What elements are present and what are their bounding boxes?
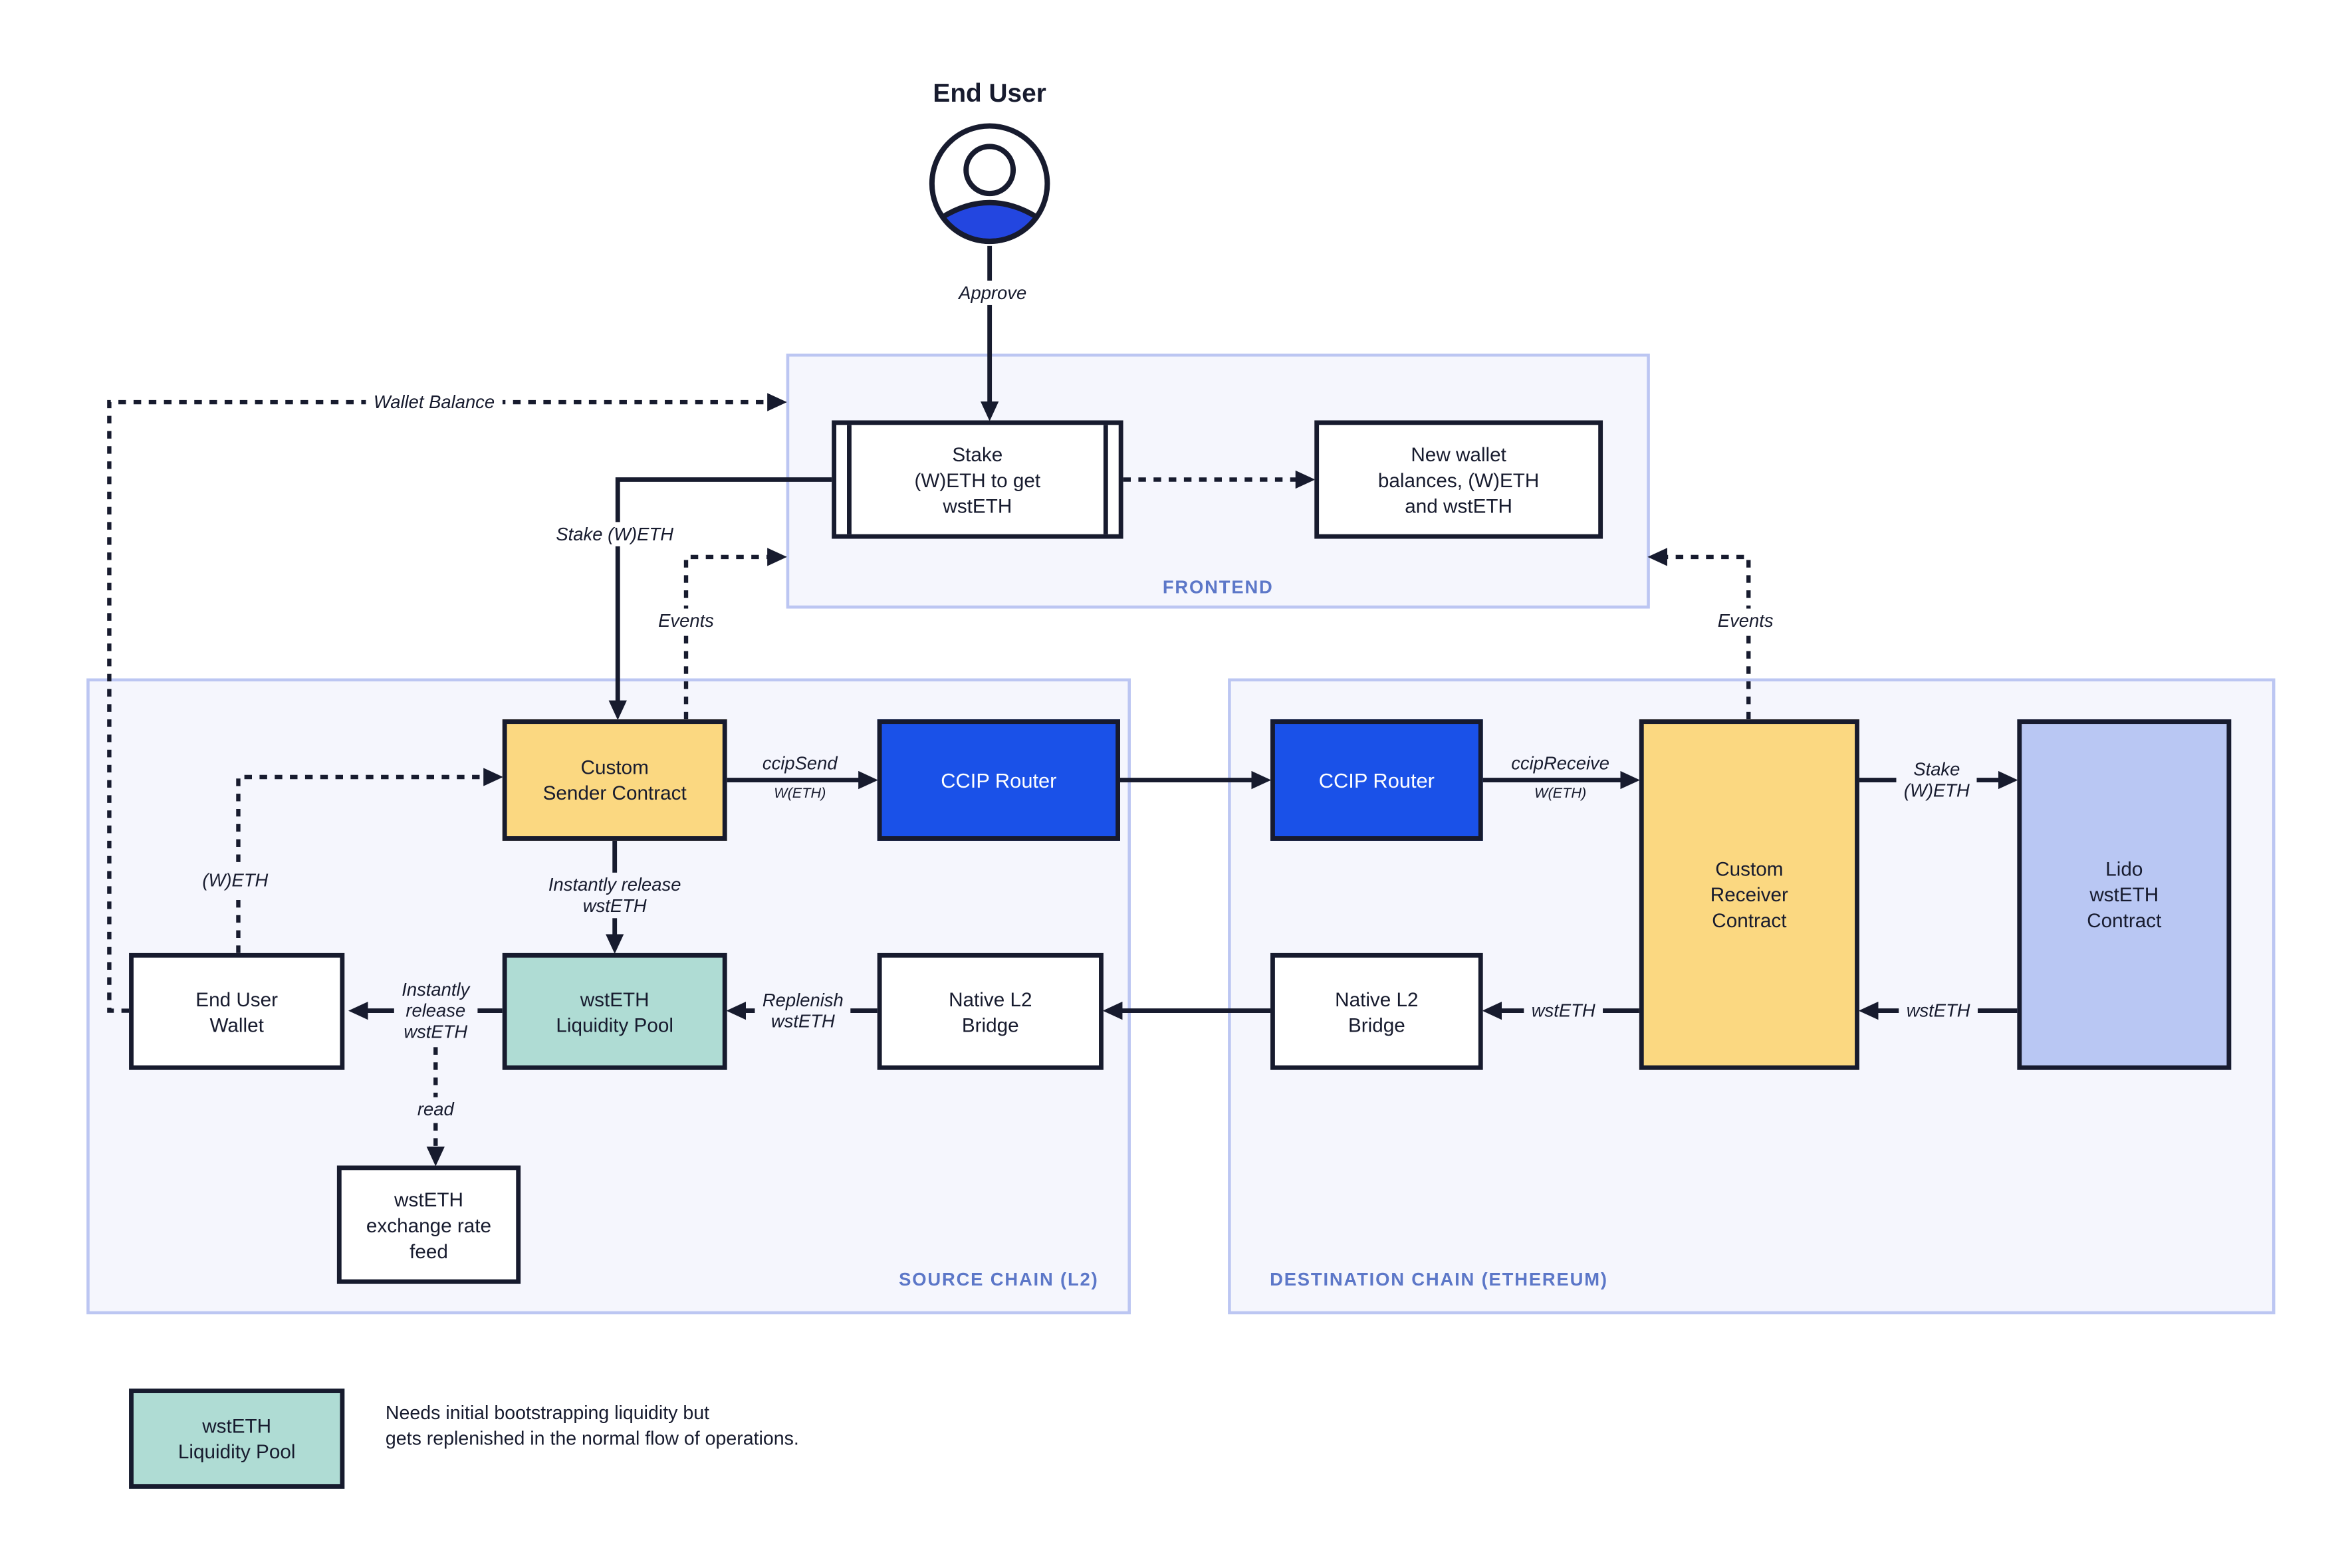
- stake-weth-right-edge-label: Stake (W)ETH: [1896, 757, 1978, 803]
- wsteth-liquidity-pool-label: wstETH Liquidity Pool: [556, 987, 673, 1036]
- edge-stake-weth-line: [608, 477, 832, 721]
- wsteth-to-bridge-edge-label: wstETH: [1524, 998, 1603, 1023]
- custom-receiver-contract-label: Custom Receiver Contract: [1710, 857, 1788, 932]
- wallet-balance-edge-label: Wallet Balance: [366, 390, 503, 415]
- wsteth-exchange-rate-feed-label: wstETH exchange rate feed: [366, 1187, 492, 1262]
- end-user-icon: [929, 123, 1050, 245]
- replenish-edge-label: Replenish wstETH: [755, 988, 852, 1034]
- new-wallet-balances-node: New wallet balances, (W)ETH and wstETH: [1314, 420, 1603, 539]
- wsteth-exchange-rate-feed-node: wstETH exchange rate feed: [336, 1165, 521, 1284]
- ccipsend-asset-label: W(ETH): [766, 784, 834, 804]
- approve-edge-label: Approve: [951, 280, 1034, 305]
- edge-weth-line: [236, 768, 503, 953]
- stake-weth-edge-label: Stake (W)ETH: [548, 522, 681, 546]
- edge-wallet-balance-line: [107, 393, 787, 1013]
- events-left-edge-label: Events: [650, 608, 722, 633]
- instant-release-h-edge-label: Instantly release wstETH: [394, 977, 477, 1044]
- ccipsend-edge-label: ccipSend: [755, 751, 846, 776]
- ccipreceive-asset-label: W(ETH): [1526, 784, 1594, 804]
- native-l2-bridge-source-label: Native L2 Bridge: [949, 987, 1032, 1036]
- end-user-wallet-label: End User Wallet: [195, 987, 279, 1036]
- lido-wsteth-contract-label: Lido wstETH Contract: [2087, 857, 2162, 932]
- legend-pool-swatch: wstETH Liquidity Pool: [129, 1389, 345, 1489]
- legend-pool-label: wstETH Liquidity Pool: [177, 1414, 296, 1464]
- ccip-router-source-label: CCIP Router: [941, 768, 1057, 792]
- ccipreceive-edge-label: ccipReceive: [1503, 751, 1617, 776]
- edge-events-right-line: [1647, 548, 1751, 720]
- source-chain-label: SOURCE CHAIN (L2): [899, 1268, 1099, 1290]
- end-user-title: End User: [933, 78, 1046, 108]
- stake-ui-node: Stake (W)ETH to get wstETH: [832, 420, 1123, 539]
- instant-release-v-edge-label: Instantly release wstETH: [540, 872, 689, 919]
- events-right-edge-label: Events: [1710, 608, 1781, 633]
- edge-events-left-line: [683, 548, 787, 720]
- lido-wsteth-contract-node: Lido wstETH Contract: [2017, 719, 2232, 1070]
- end-user-wallet-node: End User Wallet: [129, 952, 345, 1070]
- custom-sender-contract-node: Custom Sender Contract: [502, 719, 727, 841]
- new-wallet-balances-label: New wallet balances, (W)ETH and wstETH: [1377, 442, 1540, 517]
- native-l2-bridge-source-node: Native L2 Bridge: [877, 952, 1104, 1070]
- ccip-router-destination-node: CCIP Router: [1270, 719, 1483, 841]
- native-l2-bridge-destination-node: Native L2 Bridge: [1270, 952, 1483, 1070]
- custom-sender-contract-label: Custom Sender Contract: [542, 756, 687, 805]
- wsteth-to-receiver-edge-label: wstETH: [1899, 998, 1978, 1023]
- ccip-router-source-node: CCIP Router: [877, 719, 1121, 841]
- subroutine-bar-right: [1103, 425, 1108, 534]
- weth-edge-label: (W)ETH: [195, 867, 276, 893]
- subroutine-bar-left: [847, 425, 852, 534]
- native-l2-bridge-destination-label: Native L2 Bridge: [1335, 987, 1419, 1036]
- stake-ui-label: Stake (W)ETH to get wstETH: [914, 442, 1041, 517]
- legend-note: Needs initial bootstrapping liquidity bu…: [385, 1402, 799, 1450]
- custom-receiver-contract-node: Custom Receiver Contract: [1639, 719, 1859, 1070]
- wsteth-liquidity-pool-node: wstETH Liquidity Pool: [502, 952, 727, 1070]
- ccip-router-destination-label: CCIP Router: [1318, 768, 1435, 792]
- frontend-label: FRONTEND: [1162, 576, 1274, 598]
- destination-chain-label: DESTINATION CHAIN (ETHEREUM): [1270, 1268, 1608, 1290]
- read-edge-label: read: [410, 1097, 462, 1122]
